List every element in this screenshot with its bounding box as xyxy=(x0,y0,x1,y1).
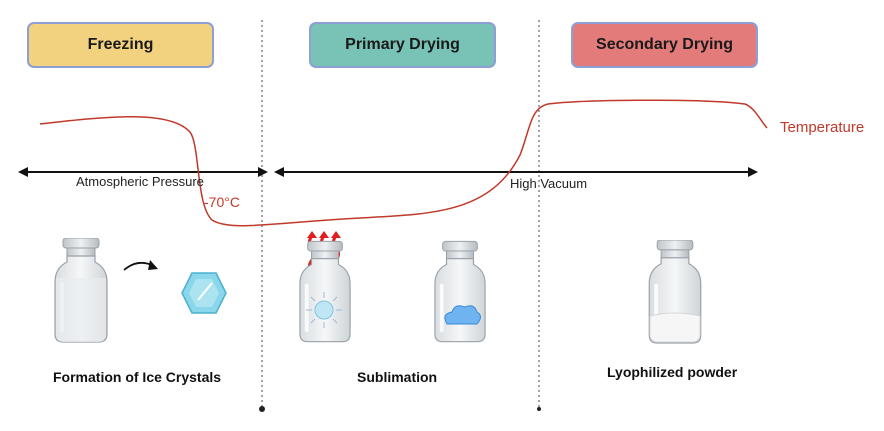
vial-icon xyxy=(434,240,486,343)
temperature-label: Temperature xyxy=(780,119,865,136)
temperature-curve xyxy=(39,99,768,227)
caption-sublimation: Sublimation xyxy=(357,369,438,385)
phase-primary-drying-label: Primary Drying xyxy=(345,36,460,53)
phase-freezing: Freezing xyxy=(27,22,214,68)
caption-ice-crystals: Formation of Ice Crystals xyxy=(53,369,222,385)
high-vacuum-arrow xyxy=(274,167,758,177)
phase-secondary-drying-label: Secondary Drying xyxy=(596,36,733,53)
caption-lyophilized-powder: Lyophilized powder xyxy=(607,364,738,380)
ice-burst-icon xyxy=(306,292,342,328)
ice-crystal-icon xyxy=(181,272,227,314)
high-vacuum-label: High Vacuum xyxy=(510,176,588,191)
min-temperature-label: -70°C xyxy=(204,194,240,210)
atmospheric-pressure-arrow xyxy=(18,167,268,177)
phase-freezing-label: Freezing xyxy=(87,36,154,53)
phase-secondary-drying: Secondary Drying xyxy=(571,22,758,68)
powder-icon xyxy=(649,312,701,343)
atmospheric-pressure-label: Atmospheric Pressure xyxy=(76,174,204,189)
ice-cloud-icon xyxy=(444,305,481,325)
phase-primary-drying: Primary Drying xyxy=(309,22,496,68)
